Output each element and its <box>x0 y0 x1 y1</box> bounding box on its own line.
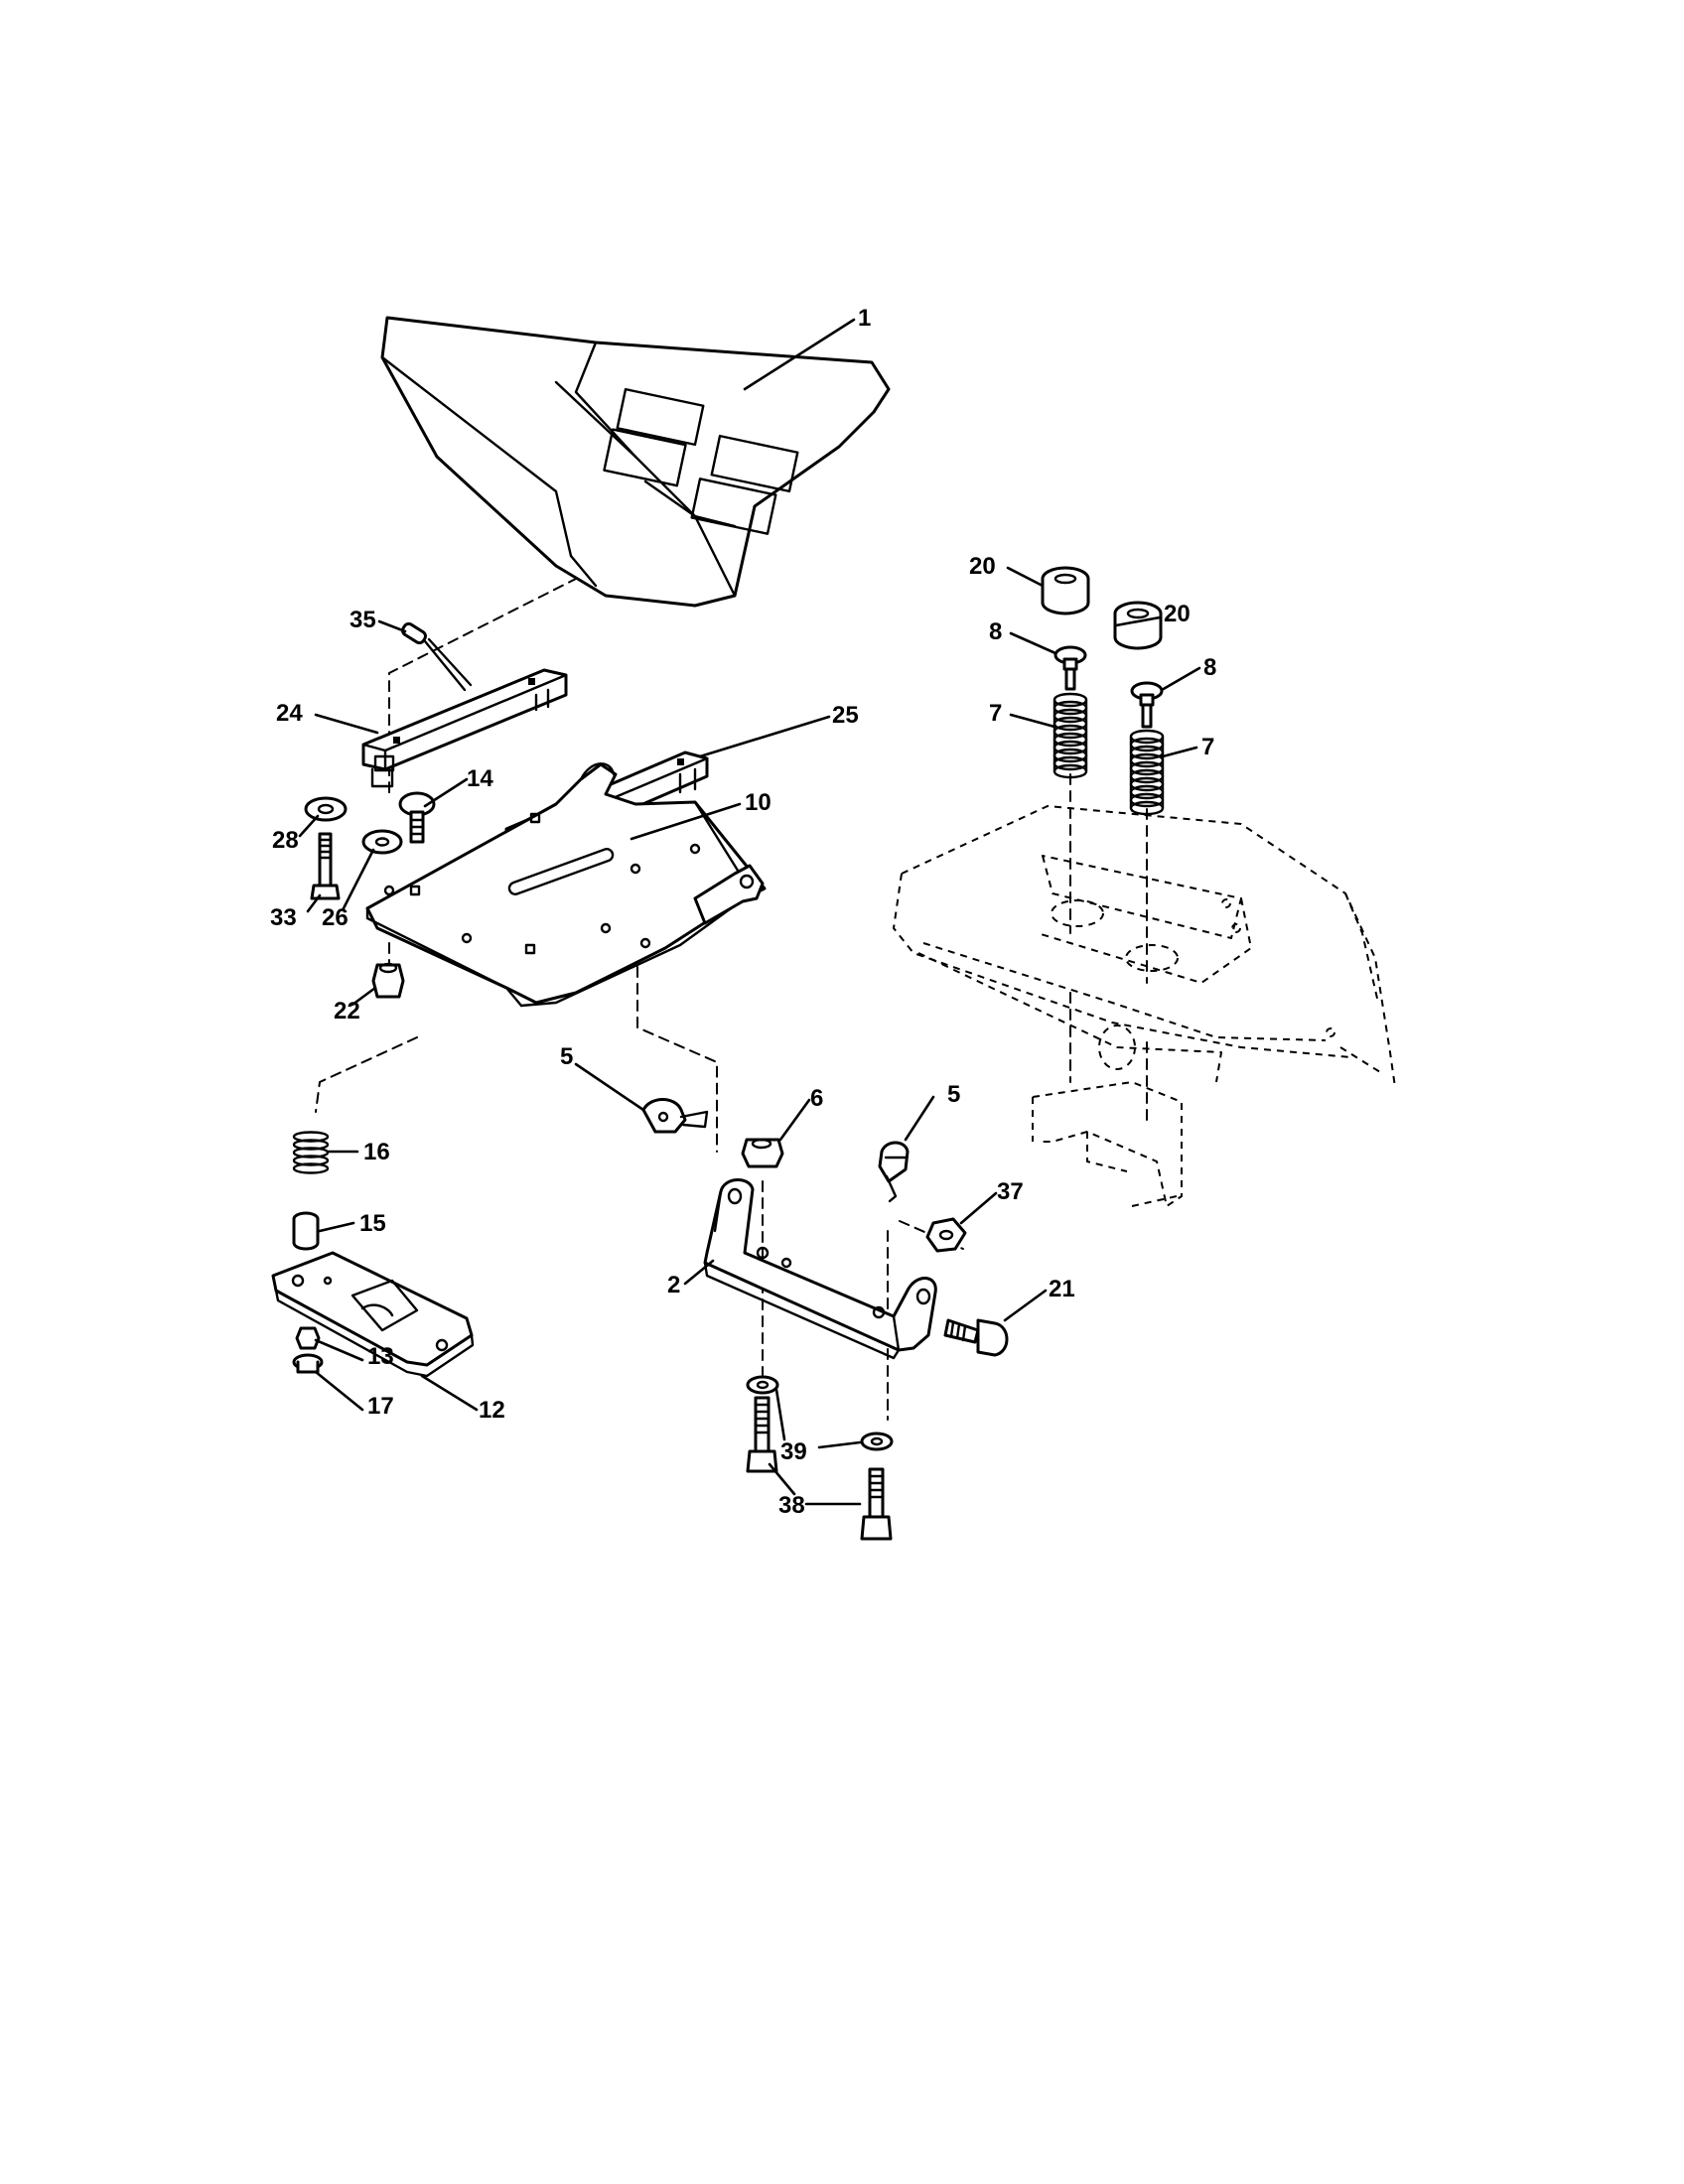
bolt-38-left <box>746 1396 778 1473</box>
spring-7-right <box>1129 729 1165 816</box>
seat-switch <box>401 621 473 692</box>
spring-7-left <box>1052 692 1088 779</box>
callout-5-left: 5 <box>560 1043 573 1070</box>
bolt-8-right <box>1130 681 1164 729</box>
washer-28 <box>304 796 348 822</box>
callout-1: 1 <box>858 305 871 332</box>
seat <box>380 316 891 608</box>
clip-5-left <box>641 1098 709 1134</box>
seat-rail-left <box>361 668 568 788</box>
callout-38: 38 <box>778 1492 805 1519</box>
washer-26 <box>361 829 403 855</box>
callout-12: 12 <box>479 1397 505 1424</box>
callout-10: 10 <box>745 789 772 816</box>
callout-24: 24 <box>276 700 303 727</box>
assembly-lines <box>315 577 1148 1421</box>
callout-8-left: 8 <box>989 618 1002 645</box>
tractor-fender-phantom <box>893 805 1396 1207</box>
pivot-bracket-2 <box>703 1178 937 1360</box>
callout-28: 28 <box>272 827 299 854</box>
callout-20-right: 20 <box>1164 601 1191 627</box>
bracket-plate-12 <box>271 1251 475 1378</box>
callout-14: 14 <box>467 765 493 792</box>
callout-8-right: 8 <box>1203 654 1216 681</box>
callout-2: 2 <box>667 1272 680 1298</box>
callout-37: 37 <box>997 1178 1024 1205</box>
callout-33: 33 <box>270 904 297 931</box>
leader-lines <box>298 318 1201 1506</box>
callout-39-left: 39 <box>780 1438 807 1465</box>
bolt-38-right <box>860 1467 893 1541</box>
washer-17 <box>292 1353 324 1374</box>
shoulder-bolt-21 <box>943 1318 1009 1357</box>
callout-labels: 1 20 20 8 8 35 7 7 24 25 14 10 28 33 26 … <box>270 305 1216 1519</box>
callout-26: 26 <box>322 904 349 931</box>
nut-6 <box>741 1138 784 1168</box>
spacer-20-left <box>1041 566 1090 615</box>
callout-6: 6 <box>810 1085 823 1112</box>
spacer-15 <box>292 1211 320 1251</box>
nut-13 <box>295 1326 321 1350</box>
callout-25: 25 <box>832 702 859 729</box>
washer-39-right <box>860 1432 894 1451</box>
shoulder-bolt-33 <box>310 832 341 900</box>
spring-16 <box>292 1131 330 1174</box>
nut-22 <box>371 962 405 999</box>
callout-17: 17 <box>367 1393 394 1420</box>
callout-35: 35 <box>350 607 376 633</box>
callout-13: 13 <box>367 1343 394 1370</box>
clip-5-right <box>878 1141 910 1203</box>
washer-39-left <box>746 1375 779 1395</box>
callout-15: 15 <box>359 1210 386 1237</box>
callout-7-right: 7 <box>1201 734 1214 760</box>
callout-22: 22 <box>334 998 360 1024</box>
carriage-bolt-14 <box>398 791 436 844</box>
nut-37 <box>925 1217 967 1253</box>
callout-21: 21 <box>1049 1276 1075 1302</box>
callout-5-right: 5 <box>947 1081 960 1108</box>
bolt-8-left <box>1053 645 1087 691</box>
callout-16: 16 <box>363 1139 390 1165</box>
seat-pan <box>365 762 767 1008</box>
callout-20-left: 20 <box>969 553 996 580</box>
callout-7-left: 7 <box>989 700 1002 727</box>
